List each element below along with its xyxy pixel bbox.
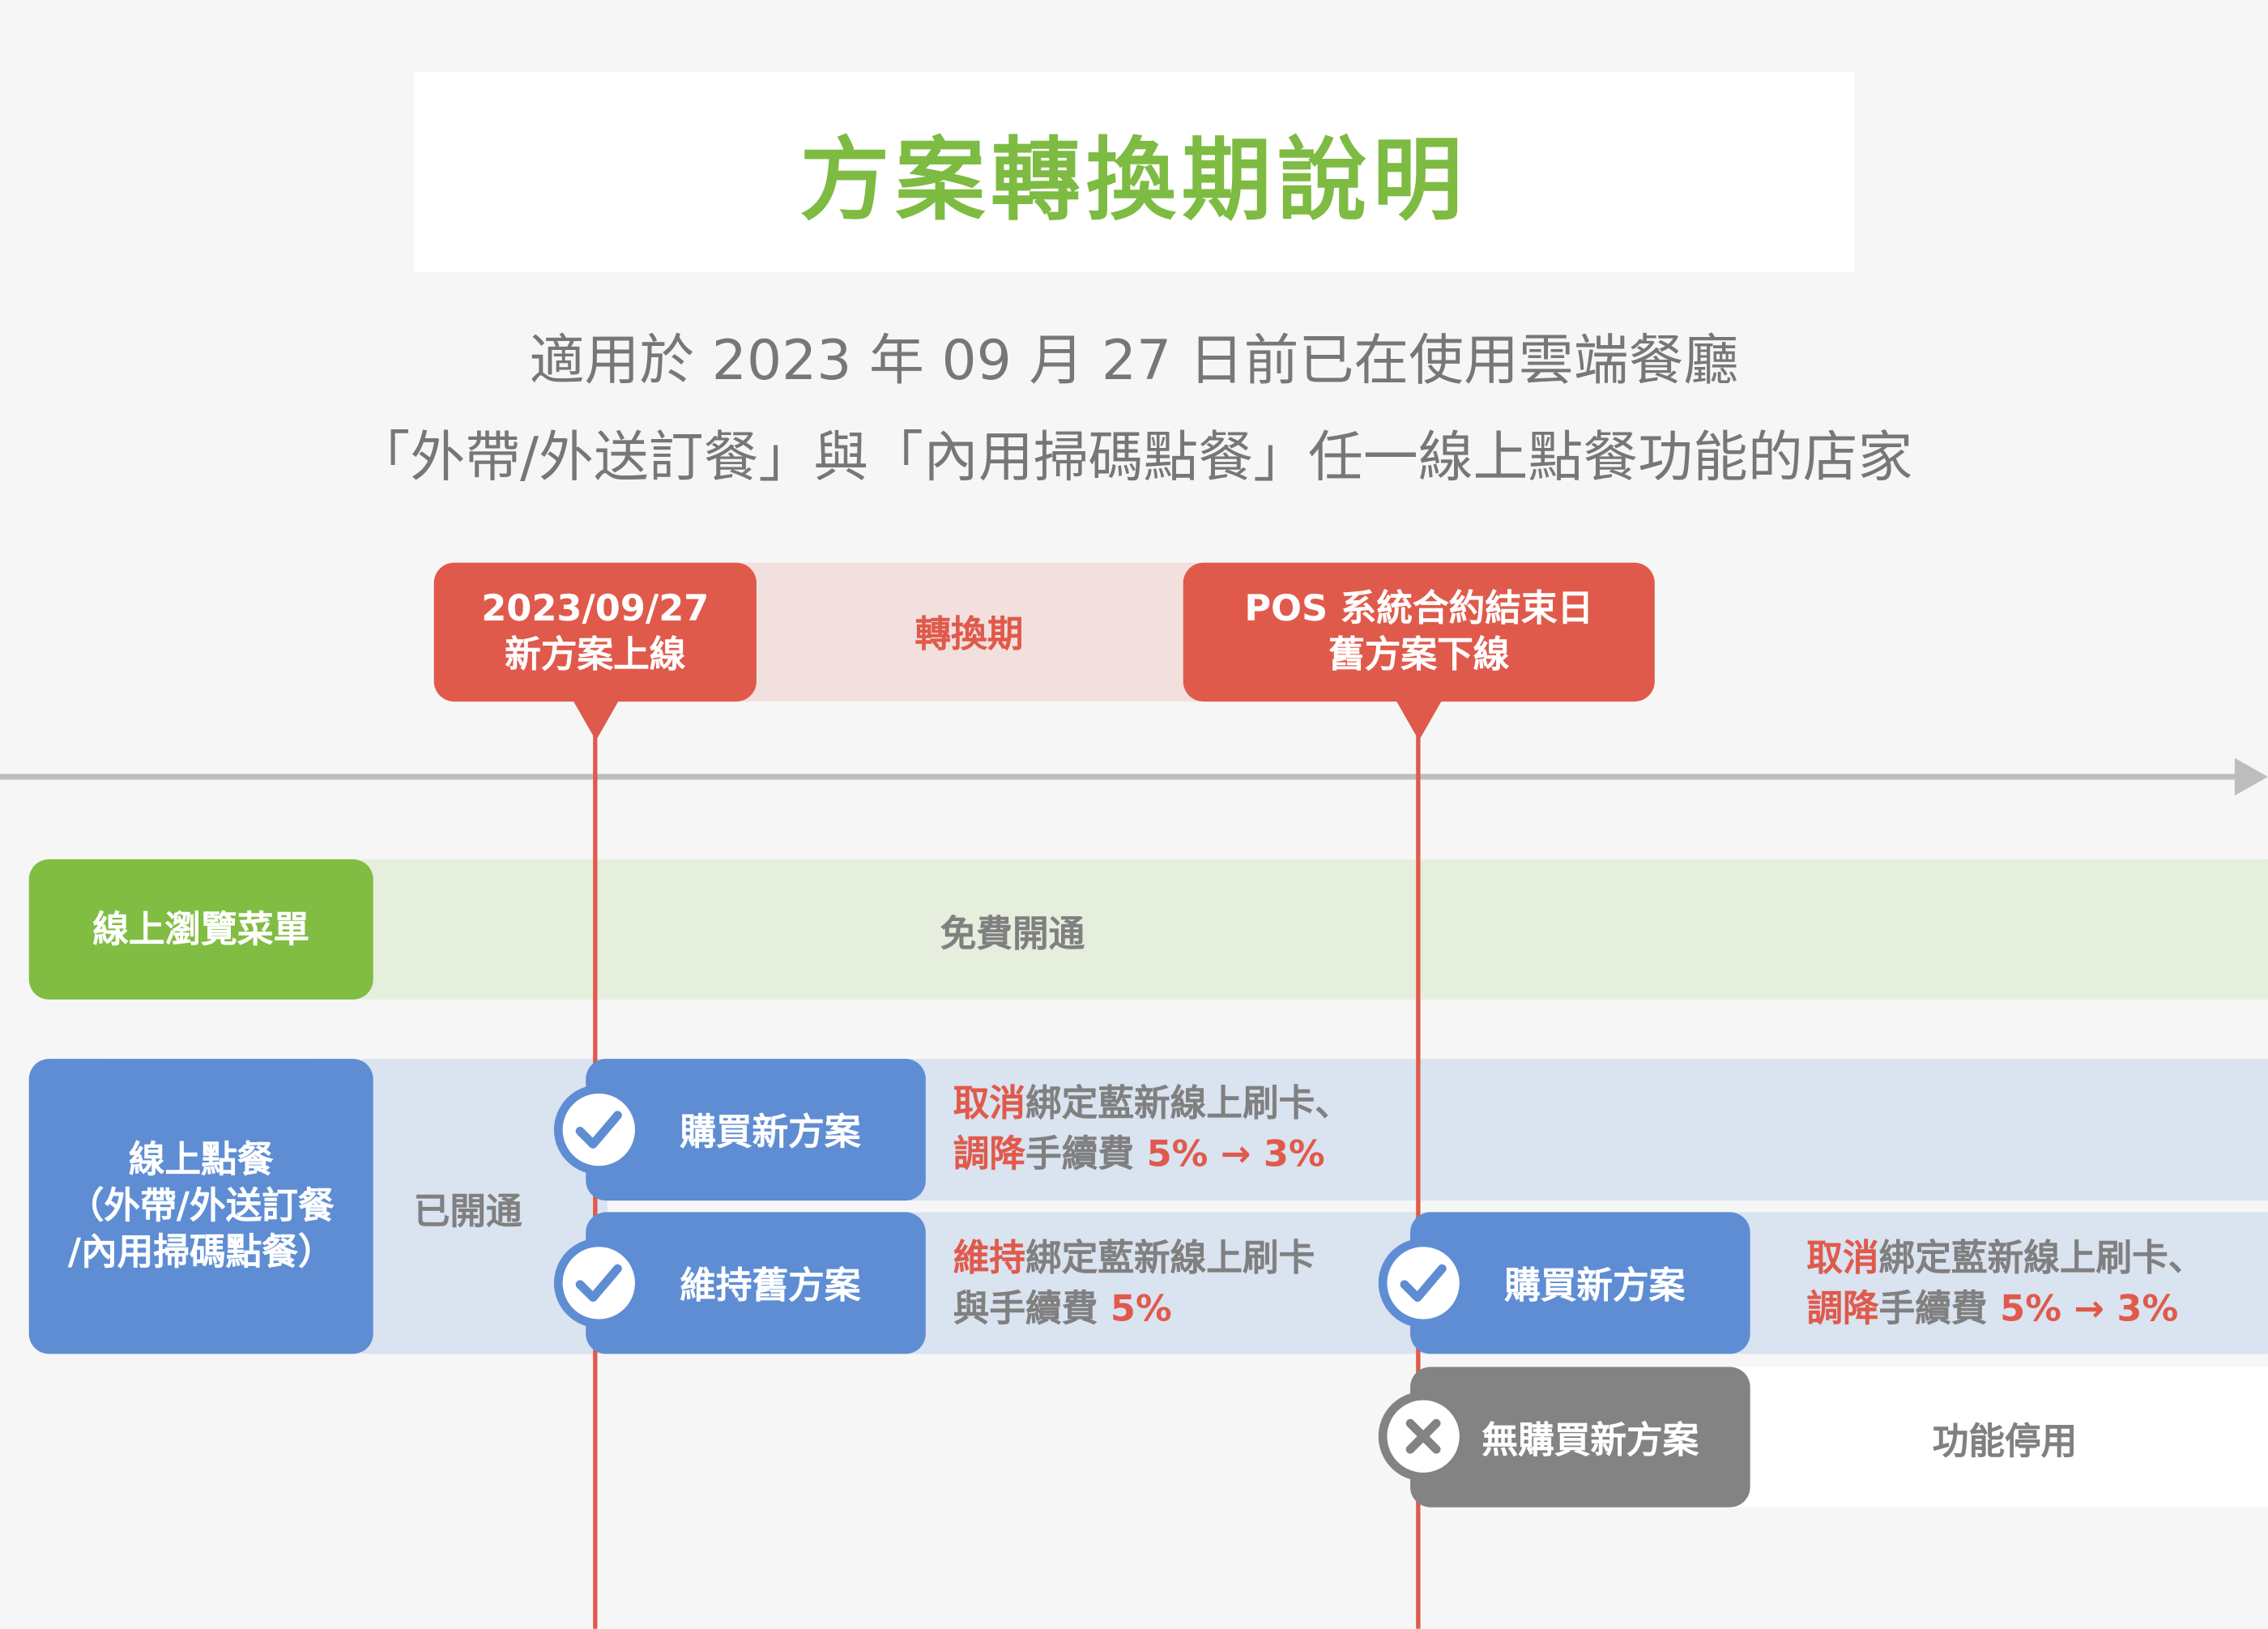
start-label: 新方案上線 <box>505 633 686 676</box>
desc-text: 綁定藍新線上刷卡 <box>1025 1236 1315 1279</box>
axis-arrow-icon <box>2234 757 2268 796</box>
desc-text: 手續費 <box>1878 1287 2001 1330</box>
ordering-label-line-3: /內用掃碼點餐） <box>67 1230 335 1273</box>
desc-highlight: 調降 <box>953 1132 1026 1175</box>
end-label: 舊方案下線 <box>1328 633 1510 676</box>
end-date: POS 系統合約結束日 <box>1244 586 1594 629</box>
desc-highlight: 維持 <box>953 1236 1026 1279</box>
disabled-band <box>1735 1367 2268 1507</box>
start-date: 2023/09/27 <box>481 586 710 629</box>
desc-text: 綁定藍新線上刷卡、 <box>1025 1081 1351 1124</box>
desc-text: 綁定藍新線上刷卡、 <box>1878 1236 2205 1279</box>
fee-change: 5% → 3% <box>1146 1132 1325 1175</box>
subtitle-line-1: 適用於 2023 年 09 月 27 日前已在使用雲端餐廳 <box>529 328 1739 392</box>
keep-old-plan-description: 維持綁定藍新線上刷卡 與手續費 5% <box>953 1232 1315 1333</box>
buy-new-plan-label-2: 購買新方案 <box>1504 1264 1686 1307</box>
end-milestone: POS 系統合約結束日 舊方案下線 <box>1183 562 1655 702</box>
menu-row-band <box>361 859 2268 1000</box>
start-milestone: 2023/09/27 新方案上線 <box>433 562 757 702</box>
menu-row-label: 線上瀏覽菜單 <box>28 859 373 1000</box>
fee-value: 5% <box>1110 1287 1172 1330</box>
check-icon <box>553 1238 644 1328</box>
buy-new-plan-label: 購買新方案 <box>680 1111 861 1154</box>
transition-period-label: 轉換期 <box>914 613 1024 655</box>
desc-highlight: 取消 <box>953 1081 1026 1124</box>
buy-new-plan-description-2: 取消綁定藍新線上刷卡、 調降手續費 5% → 3% <box>1806 1232 2204 1333</box>
no-purchase-label: 無購買新方案 <box>1481 1418 1699 1461</box>
ordering-label-line-2: （外帶/外送訂餐 <box>67 1184 335 1227</box>
page-title: 方案轉換期說明 <box>799 127 1469 233</box>
transition-period-band: 轉換期 <box>737 562 1201 702</box>
keep-old-plan-option: 維持舊方案 <box>586 1212 926 1354</box>
desc-text: 與手續費 <box>953 1287 1111 1330</box>
check-icon <box>1378 1238 1469 1328</box>
desc-text: 手續費 <box>1025 1132 1147 1175</box>
desc-highlight: 調降 <box>1806 1287 1879 1330</box>
buy-new-plan-description: 取消綁定藍新線上刷卡、 調降手續費 5% → 3% <box>953 1077 1351 1179</box>
menu-row-label-text: 線上瀏覽菜單 <box>92 907 310 950</box>
check-icon <box>553 1085 644 1175</box>
subtitle-line-2: 「外帶/外送訂餐」與「內用掃碼點餐」任一線上點餐功能的店家 <box>355 424 1913 489</box>
fee-change: 5% → 3% <box>2000 1287 2179 1330</box>
timeline-axis <box>0 774 2240 780</box>
x-icon <box>1378 1391 1469 1482</box>
end-line <box>1416 730 1421 1629</box>
feature-disabled-status: 功能停用 <box>1932 1420 2078 1463</box>
desc-highlight: 取消 <box>1806 1236 1879 1279</box>
keep-old-plan-label: 維持舊方案 <box>680 1264 861 1307</box>
ordering-label-line-1: 線上點餐 <box>128 1138 274 1181</box>
ordering-row-status: 已開通 <box>413 1190 522 1233</box>
ordering-row-label: 線上點餐 （外帶/外送訂餐 /內用掃碼點餐） <box>28 1059 373 1354</box>
buy-new-plan-option: 購買新方案 <box>586 1059 926 1201</box>
title-box: 方案轉換期說明 <box>413 72 1855 272</box>
menu-row-status: 免費開通 <box>940 912 1085 955</box>
